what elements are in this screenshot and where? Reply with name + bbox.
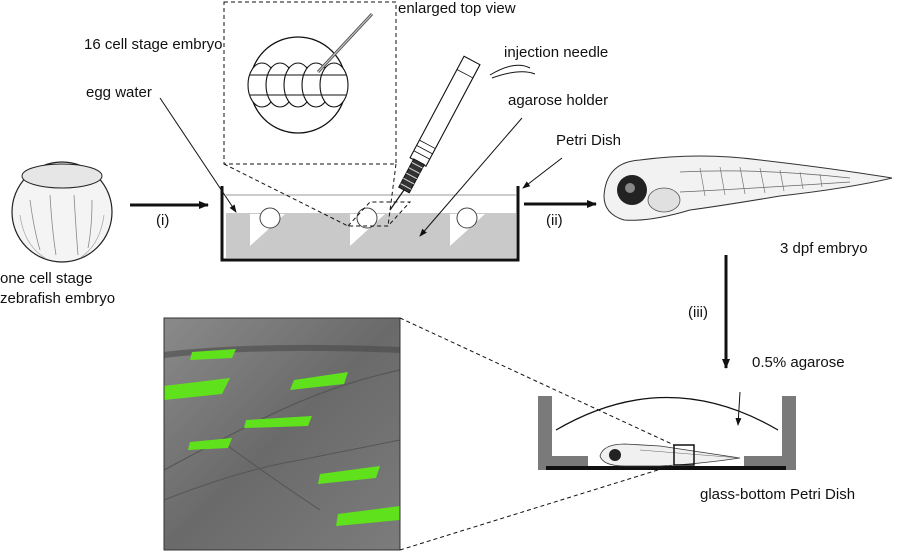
label-step-ii: (ii): [546, 212, 563, 229]
label-injection-needle: injection needle: [504, 44, 609, 61]
label-step-iii: (iii): [688, 304, 708, 321]
glass-bottom-dish-illustration: [538, 391, 796, 470]
label-3-dpf-embryo: 3 dpf embryo: [780, 240, 868, 257]
label-petri-dish: Petri Dish: [556, 132, 622, 149]
larva-illustration: [603, 155, 893, 221]
one-cell-embryo-illustration: [11, 161, 113, 263]
pointer-petri-dish: [522, 157, 563, 189]
label-one-cell-line1: one cell stage: [0, 270, 93, 287]
label-enlarged-top-view: enlarged top view: [398, 0, 516, 17]
injection-needle-illustration: [389, 55, 536, 211]
pointer-egg-water: [159, 97, 237, 213]
label-agarose-holder: agarose holder: [508, 92, 609, 109]
enlarged-top-view-inset: [223, 1, 397, 227]
label-agarose-percent: 0.5% agarose: [752, 354, 845, 371]
label-glass-bottom-dish: glass-bottom Petri Dish: [700, 486, 856, 503]
label-one-cell-line2: zebrafish embryo: [0, 290, 116, 307]
pointer-agarose-holder: [419, 117, 523, 237]
fluorescence-micrograph: [163, 317, 675, 551]
label-step-i: (i): [156, 212, 170, 229]
label-egg-water: egg water: [86, 84, 152, 101]
label-16-cell-stage: 16 cell stage embryo: [84, 36, 223, 53]
petri-dish-illustration: [220, 186, 520, 262]
